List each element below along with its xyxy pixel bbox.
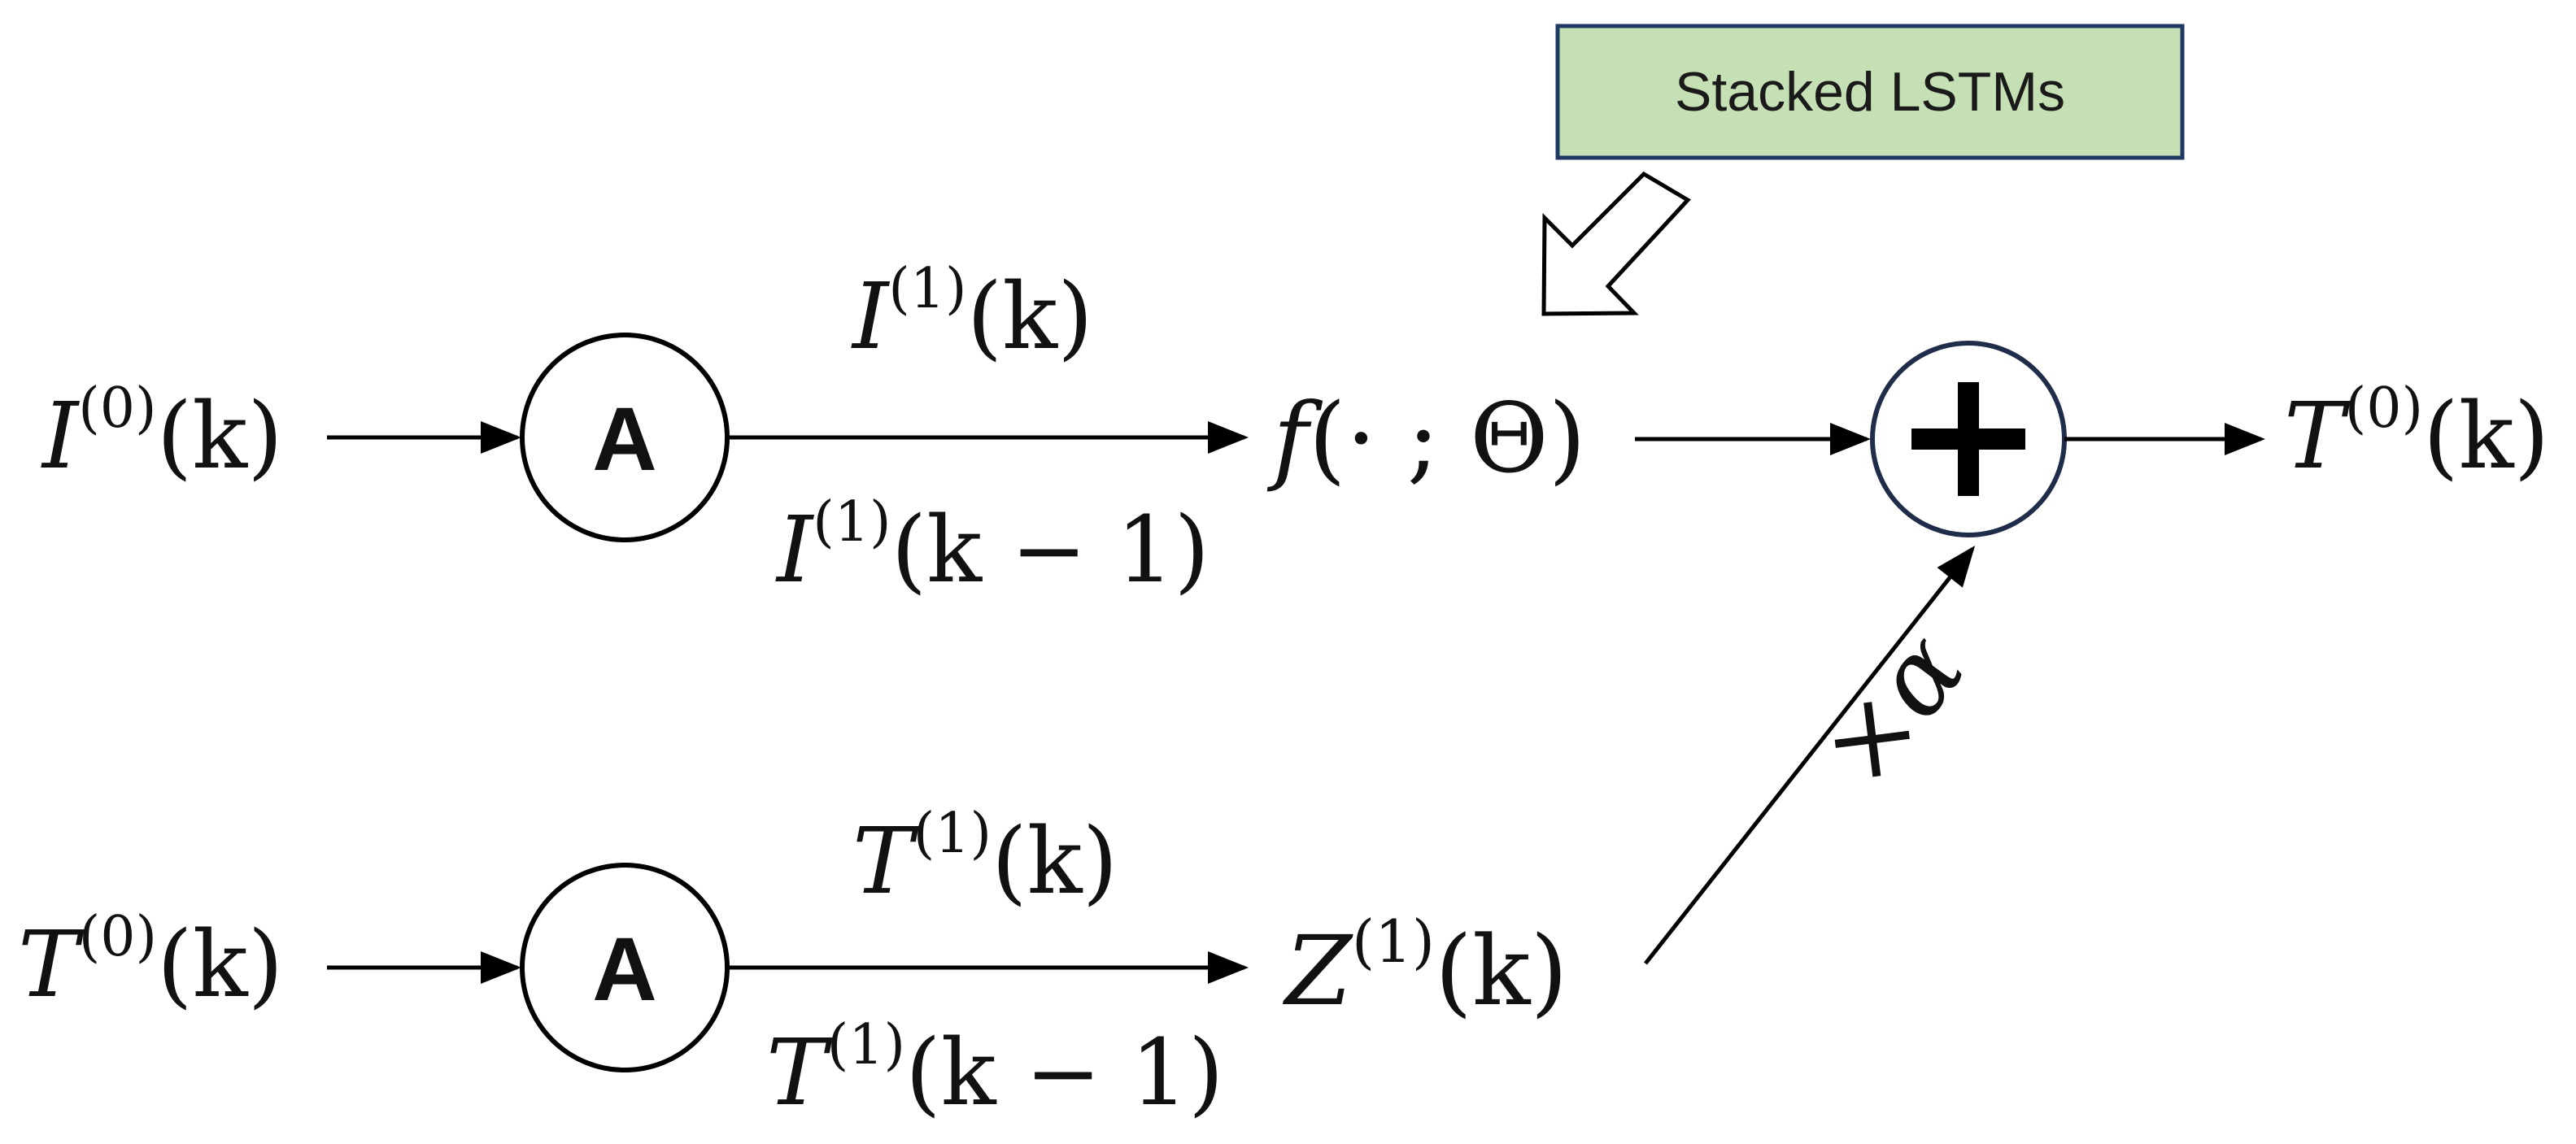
a-node-top-label: A xyxy=(592,389,656,489)
top-edge-upper-label: I(1)(k) xyxy=(851,257,1093,370)
svg-text:T(0)(k): T(0)(k) xyxy=(18,905,283,1018)
bottom-edge-upper-sup: (1) xyxy=(913,802,992,866)
svg-text:T(0)(k): T(0)(k) xyxy=(2284,376,2549,489)
scale-alpha-label: ×α xyxy=(1795,611,1988,809)
top-input-base: I xyxy=(41,384,81,489)
top-output-label: T(0)(k) xyxy=(2284,376,2549,489)
function-args: (· ; Θ) xyxy=(1309,382,1586,494)
a-node-top: A xyxy=(520,333,730,542)
bottom-input-sup: (0) xyxy=(79,905,157,969)
top-edge-upper-base: I xyxy=(851,264,891,370)
hollow-arrow-icon xyxy=(1541,171,1691,316)
plus-icon xyxy=(1911,382,2025,496)
top-input-sup: (0) xyxy=(78,376,156,441)
top-input-arg: (k) xyxy=(157,384,283,489)
a-node-bottom: A xyxy=(520,863,730,1072)
svg-text:T(1)(k): T(1)(k) xyxy=(852,802,1118,915)
svg-text:I(1)(k): I(1)(k) xyxy=(851,257,1093,370)
svg-text:f(· ; Θ): f(· ; Θ) xyxy=(1266,382,1586,494)
a-node-bottom-label: A xyxy=(592,920,656,1020)
top-edge-upper-arg: (k) xyxy=(967,264,1093,370)
function-label: f(· ; Θ) xyxy=(1266,382,1586,494)
svg-text:I(0)(k): I(0)(k) xyxy=(41,376,283,489)
top-output-sup: (0) xyxy=(2345,376,2423,441)
bottom-edge-lower-label: T(1)(k − 1) xyxy=(766,1013,1224,1126)
top-output-base: T xyxy=(2284,384,2351,489)
z-base: Z xyxy=(1282,915,1353,1027)
top-edge-lower-base: I xyxy=(775,498,815,603)
svg-text:Z(1)(k): Z(1)(k) xyxy=(1282,907,1568,1027)
stacked-lstms-label: Stacked LSTMs xyxy=(1675,61,2065,123)
top-edge-lower-label: I(1)(k − 1) xyxy=(775,490,1210,603)
bottom-edge-upper-base: T xyxy=(852,809,919,915)
top-edge-lower-arg: (k − 1) xyxy=(891,498,1210,603)
bottom-input-label: T(0)(k) xyxy=(18,905,283,1018)
svg-text:I(1)(k − 1): I(1)(k − 1) xyxy=(775,490,1210,603)
bottom-edge-lower-base: T xyxy=(766,1020,833,1126)
bottom-input-arg: (k) xyxy=(157,912,283,1018)
top-input-label: I(0)(k) xyxy=(41,376,283,489)
bottom-input-base: T xyxy=(18,912,85,1018)
stacked-lstms-box-rect xyxy=(1555,24,2185,160)
sum-node xyxy=(1870,341,2067,537)
top-edge-lower-sup: (1) xyxy=(813,490,891,555)
top-edge-upper-sup: (1) xyxy=(888,257,966,321)
z-arg: (k) xyxy=(1435,915,1568,1027)
bottom-edge-upper-label: T(1)(k) xyxy=(852,802,1118,915)
top-output-arg: (k) xyxy=(2423,384,2549,489)
z-sup: (1) xyxy=(1352,907,1435,976)
bottom-edge-upper-arg: (k) xyxy=(992,809,1118,915)
bottom-edge-lower-sup: (1) xyxy=(827,1013,905,1077)
stacked-lstms-box: Stacked LSTMs xyxy=(1555,24,2185,160)
svg-text:T(1)(k − 1): T(1)(k − 1) xyxy=(766,1013,1224,1126)
z-to-sum-arrow xyxy=(1644,546,1976,965)
z-label: Z(1)(k) xyxy=(1282,907,1568,1027)
bottom-edge-lower-arg: (k − 1) xyxy=(905,1020,1224,1126)
